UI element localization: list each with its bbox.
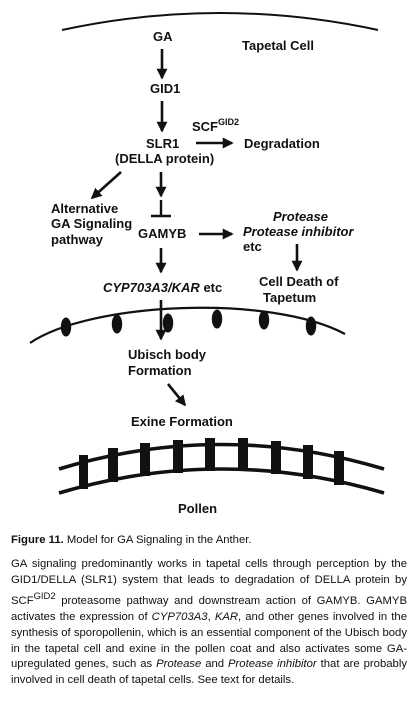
exine-column <box>271 441 281 474</box>
exine-column <box>238 438 248 471</box>
gamyb-label: GAMYB <box>138 226 186 241</box>
tapetal-cell-label: Tapetal Cell <box>242 38 314 53</box>
ubisch-body <box>111 314 123 334</box>
tapetal-membrane-lower <box>29 306 346 344</box>
caption-title: Figure 11. Model for GA Signaling in the… <box>11 533 407 549</box>
scf-gid2-label: SCFGID2 <box>192 117 239 134</box>
ga-label: GA <box>153 29 173 44</box>
slr1-label: SLR1 <box>146 136 179 151</box>
tapetal-cell-membrane <box>61 12 379 31</box>
caption-body: GA signaling predominantly works in tape… <box>11 557 407 687</box>
alternative-pathway-label-2: GA Signaling <box>51 216 132 231</box>
exine-column <box>108 448 118 482</box>
della-protein-label: (DELLA protein) <box>115 151 214 166</box>
protease-label: Protease <box>273 209 328 224</box>
cell-death-label-1: Cell Death of <box>259 274 339 289</box>
exine-formation-label: Exine Formation <box>131 414 233 429</box>
exine-column <box>334 451 344 485</box>
ga-signaling-diagram: Tapetal Cell GA GID1 SCFGID2 SLR1 (DELLA… <box>29 12 385 516</box>
figure-caption: Figure 11. Model for GA Signaling in the… <box>11 533 407 689</box>
ubisch-body-label-2: Formation <box>128 363 192 378</box>
exine-column <box>205 438 215 471</box>
protease-inhibitor-label: Protease inhibitor <box>243 224 354 239</box>
gid1-label: GID1 <box>150 81 180 96</box>
arrow-to-alternative-pathway <box>90 171 122 200</box>
cyp703a3-kar-label: CYP703A3/KAR etc <box>103 280 222 295</box>
ubisch-body-label-1: Ubisch body <box>128 347 207 362</box>
arrow-ubisch-to-exine <box>166 383 187 407</box>
ubisch-body <box>60 317 72 337</box>
etc-label: etc <box>243 239 262 254</box>
figure-title: Model for GA Signaling in the Anther. <box>63 534 252 546</box>
alternative-pathway-label-1: Alternative <box>51 201 118 216</box>
figure-number: Figure 11. <box>11 534 64 546</box>
cell-death-label-2: Tapetum <box>263 290 316 305</box>
degradation-label: Degradation <box>244 136 320 151</box>
exine-column <box>79 455 88 489</box>
exine-column <box>173 440 183 473</box>
pollen-label: Pollen <box>178 501 217 516</box>
ubisch-body <box>162 313 174 333</box>
alternative-pathway-label-3: pathway <box>51 232 104 247</box>
exine-column <box>140 443 150 476</box>
ubisch-body <box>211 309 223 329</box>
ubisch-body <box>305 316 317 336</box>
ubisch-body <box>258 310 270 330</box>
exine-column <box>303 445 313 479</box>
